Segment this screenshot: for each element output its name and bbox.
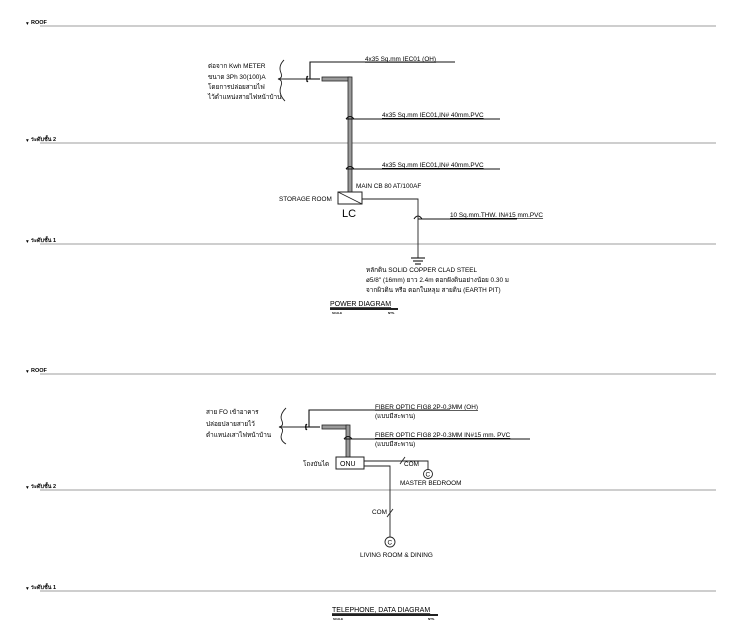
telephone-diagram: สาย FO เข้าอาคาร ปล่อยปลายสายไว้ ตำแหน่ง… [206, 404, 530, 621]
fo-source-note-line: ปล่อยปลายสายไว้ [206, 420, 255, 428]
power-diagram-title: POWER DIAGRAM [330, 301, 391, 308]
ground-icon [411, 257, 425, 265]
level-floor1-upper: ▾ ระดับชั้น 1 [26, 235, 716, 245]
power-source-note-line: ไว้ตำแหน่งสายไฟหน้าบ้าน [207, 93, 282, 101]
level-marker-icon: ▾ [26, 239, 29, 245]
outlet-icon [384, 536, 396, 548]
location-label: โถงบันได [303, 460, 329, 468]
crossover-icon [413, 215, 423, 220]
brace-icon [278, 407, 287, 445]
fo-feeder-sub: (แบบมีสะพาน) [375, 412, 415, 420]
fo-feeder-sub: (แบบมีสะพาน) [375, 440, 415, 448]
ground-note-line: ø5/8" (16mm) ยาว 2.4m ตอกฝังดินอย่างน้อย… [366, 276, 509, 284]
scale-value: NTS. [428, 617, 435, 621]
feeder-label: 4x35 Sq.mm IEC01 (OH) [365, 56, 436, 63]
crossover-icon [343, 435, 353, 440]
fo-feeder-label: FIBER OPTIC FIG8 2P-0.3MM IN#15 mm. PVC [375, 432, 511, 439]
conduit [345, 424, 351, 458]
power-source-note-line: ขนาด 3Ph 30(100)A [208, 74, 266, 81]
crossover-icon [345, 165, 355, 170]
ground-note-line: จากผิวดิน หรือ ตอกในหลุม สายดิน (EARTH P… [366, 286, 501, 294]
telephone-diagram-title: TELEPHONE, DATA DIAGRAM [332, 607, 430, 614]
room-label: STORAGE ROOM [279, 196, 332, 203]
outlet-room-label: LIVING ROOM & DINING [360, 552, 433, 559]
level-floor2-upper: ▾ ระดับชั้น 2 [26, 134, 716, 144]
conduit [347, 76, 353, 193]
level-label: ระดับชั้น 1 [31, 582, 56, 591]
level-label: ระดับชั้น 1 [31, 235, 56, 244]
scale-value: NTS. [388, 311, 395, 315]
conduit [321, 76, 351, 82]
outlet-symbol: C [426, 472, 431, 479]
ground-note-line: หลักดิน SOLID COPPER CLAD STEEL [366, 266, 478, 274]
level-roof-lower: ▾ ROOF [26, 368, 716, 375]
outlet-icon [423, 469, 433, 479]
level-label: ระดับชั้น 2 [31, 481, 56, 490]
main-cb-label: MAIN CB 80 AT/100AF [356, 183, 421, 190]
fo-source-note-line: ตำแหน่งเสาไฟหน้าบ้าน [206, 431, 272, 439]
outlet-room-label: MASTER BEDROOM [400, 480, 461, 487]
level-floor2-lower: ▾ ระดับชั้น 2 [26, 481, 716, 491]
wire-slash-icon [386, 508, 394, 518]
onu-box [335, 456, 365, 470]
level-roof-upper: ▾ ROOF [26, 20, 716, 27]
level-label: ROOF [31, 20, 48, 26]
fo-source-note-line: สาย FO เข้าอาคาร [206, 408, 259, 416]
fo-feeder-label: FIBER OPTIC FIG8 2P-0.3MM (OH) [375, 404, 478, 411]
level-marker-icon: ▾ [26, 586, 29, 592]
outlet-symbol: C [388, 540, 393, 547]
level-floor1-lower: ▾ ระดับชั้น 1 [26, 582, 716, 592]
ground-wire-label: 10 Sq.mm.THW. IN#15 mm.PVC [450, 212, 543, 219]
feeder-label: 4x35 Sq.mm IEC01,IN# 40mm.PVC [382, 162, 484, 169]
conduit [321, 424, 349, 430]
level-label: ระดับชั้น 2 [31, 134, 56, 143]
level-marker-icon: ▾ [26, 369, 29, 375]
outlet-wire-label: COM [372, 509, 387, 516]
feeder-label: 4x35 Sq.mm IEC01,IN# 40mm.PVC [382, 112, 484, 119]
outlet-wire-label: COM [404, 461, 419, 468]
scale-label: SCALE [333, 617, 343, 621]
power-source-note-line: โดยการปล่อยสายไฟ [208, 83, 265, 91]
onu-label: ONU [340, 461, 356, 468]
level-marker-icon: ▾ [26, 485, 29, 491]
power-source-note-line: ต่อจาก Kwh METER [208, 63, 266, 70]
panel-label: LC [342, 208, 356, 220]
scale-label: SCALE [332, 311, 342, 315]
wire-slash-icon [399, 456, 406, 465]
level-marker-icon: ▾ [26, 21, 29, 27]
crossover-icon [345, 115, 355, 120]
power-diagram: ต่อจาก Kwh METER ขนาด 3Ph 30(100)A โดยกา… [207, 56, 543, 315]
level-label: ROOF [31, 368, 48, 374]
level-marker-icon: ▾ [26, 138, 29, 144]
